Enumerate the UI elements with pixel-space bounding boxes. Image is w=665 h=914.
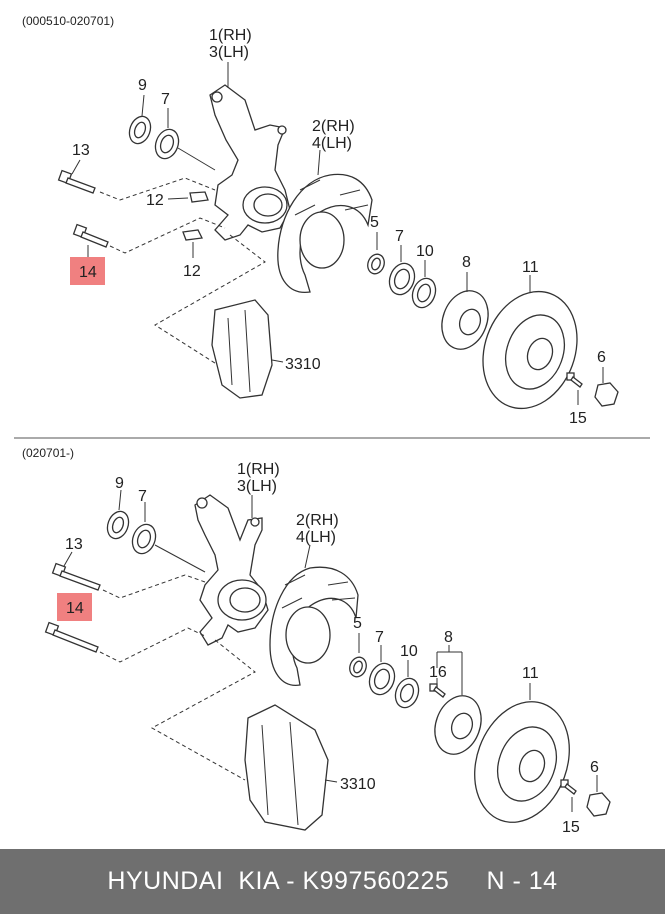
- bottom-washer-5: [349, 633, 367, 678]
- top-label-2: 2(RH): [312, 118, 355, 135]
- top-seal-10: [411, 260, 437, 309]
- top-label-12a: 12: [146, 192, 164, 209]
- top-label-6: 6: [597, 349, 606, 366]
- top-label-9: 9: [138, 77, 147, 94]
- bottom-date-range: (020701-): [22, 446, 74, 460]
- bottom-nut-6: [586, 775, 611, 817]
- top-nut-6: [594, 367, 619, 407]
- top-label-7b: 7: [395, 228, 404, 245]
- top-label-3310: 3310: [285, 356, 321, 373]
- top-washer-5: [367, 232, 385, 275]
- top-clip-12b: [182, 229, 203, 258]
- bottom-label-5: 5: [353, 615, 362, 632]
- footer-text: HYUNDAI KIA - K997560225 N - 14: [107, 867, 558, 895]
- bottom-label-1: 1(RH): [237, 461, 280, 478]
- bottom-bolt-15: [560, 779, 577, 812]
- bottom-stud-16: [429, 678, 446, 698]
- bottom-highlight-14: [57, 593, 92, 621]
- top-bearing-7b: [388, 245, 416, 296]
- top-disc-11: [482, 275, 578, 410]
- bottom-label-6: 6: [590, 759, 599, 776]
- top-seal-9: [128, 94, 152, 145]
- top-steering-knuckle: [209, 62, 291, 241]
- top-bolt-15: [566, 372, 583, 405]
- bottom-label-2: 2(RH): [296, 512, 339, 529]
- bottom-label-10: 10: [400, 643, 418, 660]
- top-label-4: 4(LH): [312, 135, 352, 152]
- top-bearing-7a: [154, 108, 216, 171]
- bottom-bolt-13: [51, 551, 206, 599]
- bottom-label-4: 4(LH): [296, 529, 336, 546]
- bottom-label-14: 14: [66, 600, 84, 617]
- bottom-seal-9: [106, 489, 130, 540]
- bottom-bearing-7b: [368, 645, 396, 696]
- top-bolt-13: [57, 159, 216, 201]
- footer-bar: HYUNDAI KIA - K997560225 N - 14: [0, 849, 665, 914]
- top-label-12b: 12: [183, 263, 201, 280]
- top-caliper: [154, 234, 284, 399]
- top-label-14: 14: [79, 264, 97, 281]
- bottom-hub-8: [434, 645, 482, 755]
- top-label-15: 15: [569, 410, 587, 427]
- top-label-11: 11: [522, 259, 539, 276]
- top-clip-12a: [167, 191, 209, 203]
- top-label-13: 13: [72, 142, 90, 159]
- top-date-range: (000510-020701): [22, 14, 114, 28]
- bottom-label-16: 16: [429, 664, 447, 681]
- bottom-label-15: 15: [562, 819, 580, 836]
- top-label-1: 1(RH): [209, 27, 252, 44]
- top-highlight-14: [70, 257, 105, 285]
- top-bolt-14: [72, 217, 226, 258]
- bottom-label-7a: 7: [138, 488, 147, 505]
- top-label-3: 3(LH): [209, 44, 249, 61]
- bottom-label-3: 3(LH): [237, 478, 277, 495]
- top-hub-8: [441, 272, 489, 350]
- top-label-10: 10: [416, 243, 434, 260]
- bottom-label-7b: 7: [375, 629, 384, 646]
- bottom-label-11: 11: [522, 665, 539, 682]
- bottom-label-3310: 3310: [340, 776, 376, 793]
- bottom-label-9: 9: [115, 475, 124, 492]
- top-label-5: 5: [370, 214, 379, 231]
- bottom-bearing-7a: [131, 502, 206, 573]
- top-label-8: 8: [462, 254, 471, 271]
- top-dust-shield: [277, 149, 373, 293]
- bottom-disc-11: [474, 683, 570, 823]
- parts-diagram: (000510-020701) 1(RH) 3(LH) 2(RH) 4(LH) …: [14, 14, 650, 836]
- bottom-seal-10: [394, 660, 420, 709]
- bottom-caliper: [150, 639, 338, 831]
- bottom-bolt-14: [44, 621, 206, 663]
- bottom-steering-knuckle: [194, 494, 269, 646]
- bottom-label-13: 13: [65, 536, 83, 553]
- top-label-7a: 7: [161, 91, 170, 108]
- bottom-label-8: 8: [444, 629, 453, 646]
- bottom-dust-shield: [269, 544, 359, 686]
